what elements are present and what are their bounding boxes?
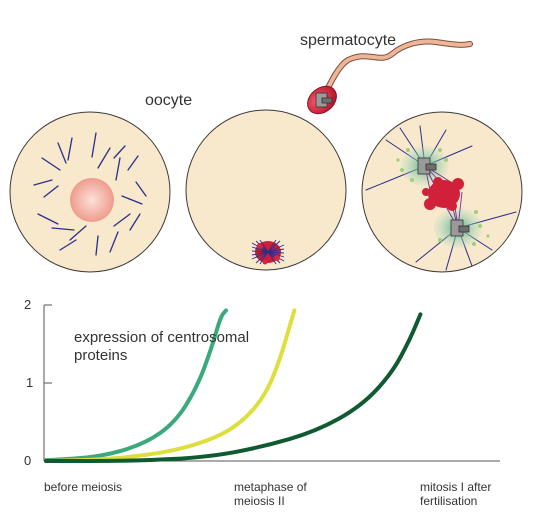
series-line-1 xyxy=(44,308,228,463)
cytoplasmic-microtubules xyxy=(33,132,147,256)
series-layer xyxy=(44,308,423,463)
oocyte-nucleus xyxy=(70,178,114,222)
fertilised-cell-mitosis xyxy=(361,111,523,273)
centriole-pair-icon xyxy=(450,219,470,237)
x-category-before-meiosis: before meiosis xyxy=(44,480,123,494)
series-line-2 xyxy=(44,308,297,463)
y-tick-label-0: 0 xyxy=(24,453,32,468)
chromosomes xyxy=(422,177,464,211)
spermatocyte-label: spermatocyte xyxy=(300,32,397,49)
oocyte-cell-before-meiosis xyxy=(9,111,171,273)
chart-annotation: expression of centrosomal proteins xyxy=(74,329,250,364)
oocyte-cell-metaphase xyxy=(185,109,347,271)
pericentriolar-dots xyxy=(396,148,490,246)
meiotic-spindle xyxy=(251,239,285,265)
y-tick-label-2: 2 xyxy=(24,297,32,312)
x-category-mitosis: mitosis I after fertilisation xyxy=(420,480,492,508)
y-tick-label-1: 1 xyxy=(26,375,34,390)
series-line-3 xyxy=(44,312,423,463)
centriole-pair-icon xyxy=(417,157,437,175)
centriole-icon xyxy=(315,92,333,108)
spermatocyte xyxy=(307,38,473,115)
y-axis xyxy=(43,304,52,462)
x-category-metaphase: metaphase of meiosis II xyxy=(234,480,307,508)
oocyte-label: oocyte xyxy=(145,92,193,109)
cell-membrane xyxy=(185,109,347,271)
